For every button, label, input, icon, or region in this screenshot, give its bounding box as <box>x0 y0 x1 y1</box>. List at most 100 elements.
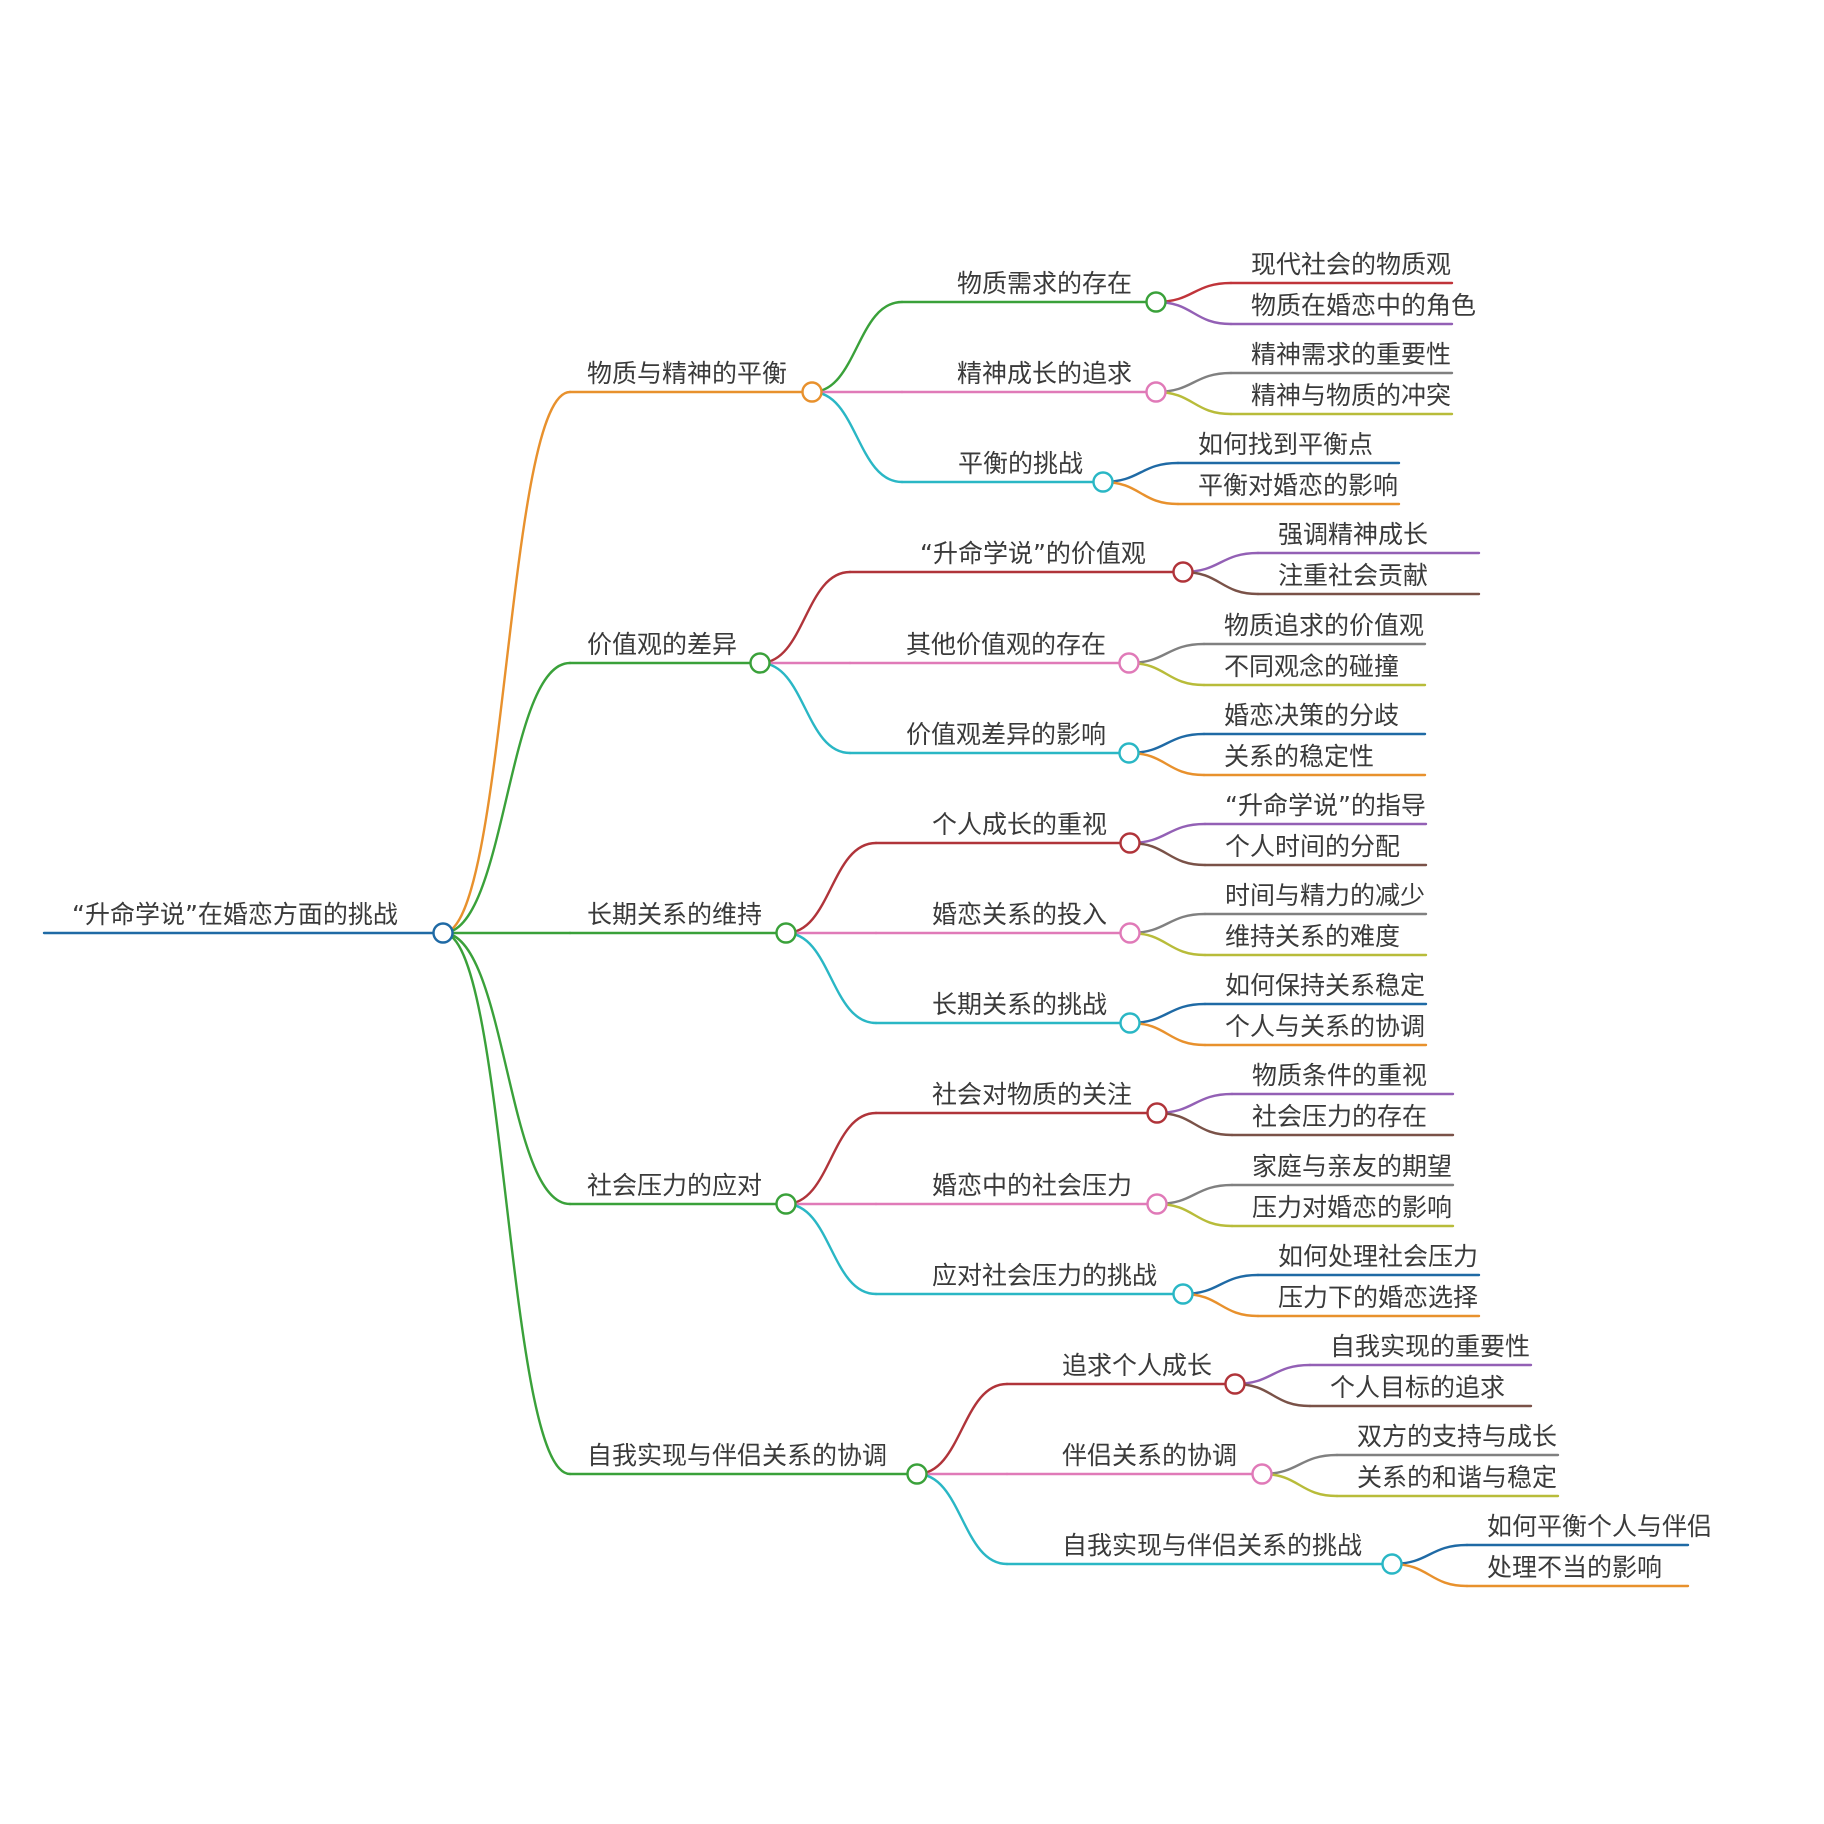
label-layer: “升命学说”在婚恋方面的挑战 物质与精神的平衡 物质需求的存在 现代社会的物质观物质在… <box>72 250 1712 1582</box>
branch-label: 自我实现与伴侣关系的协调 <box>587 1441 887 1470</box>
sub-topic-label: 自我实现与伴侣关系的挑战 <box>1062 1531 1362 1560</box>
sub-topic-node[interactable] <box>1145 291 1167 313</box>
root-topic-label: “升命学说”在婚恋方面的挑战 <box>72 900 398 929</box>
sub-topic-connector <box>758 570 852 665</box>
leaf-label: 压力下的婚恋选择 <box>1278 1283 1478 1312</box>
leaf-connector <box>1128 822 1207 845</box>
leaf-connector <box>1155 1183 1234 1206</box>
leaf-label: 物质在婚恋中的角色 <box>1251 291 1476 320</box>
sub-topic-node[interactable] <box>1146 1102 1168 1124</box>
leaf-connector <box>1260 1472 1339 1498</box>
leaf-label: 如何保持关系稳定 <box>1225 971 1425 1000</box>
leaf-connector <box>1154 281 1233 304</box>
leaf-connector <box>1128 1002 1207 1025</box>
sub-topic-node[interactable] <box>1381 1553 1403 1575</box>
leaf-connector <box>1127 661 1206 687</box>
leaf-label: 个人目标的追求 <box>1330 1373 1505 1402</box>
leaf-connector <box>1181 551 1260 574</box>
leaf-label: 强调精神成长 <box>1278 520 1428 549</box>
leaf-label: 处理不当的影响 <box>1487 1553 1662 1582</box>
branch-label: 价值观的差异 <box>587 630 737 659</box>
sub-topic-label: “升命学说”的价值观 <box>920 539 1146 568</box>
leaf-label: 压力对婚恋的影响 <box>1252 1193 1452 1222</box>
leaf-connector <box>1181 570 1260 596</box>
leaf-label: 婚恋决策的分歧 <box>1224 701 1399 730</box>
sub-topic-label: 价值观差异的影响 <box>906 720 1106 749</box>
sub-topic-label: 伴侣关系的协调 <box>1062 1441 1237 1470</box>
branch-connector <box>441 390 572 935</box>
sub-topic-label: 婚恋中的社会压力 <box>932 1171 1132 1200</box>
sub-topic-node[interactable] <box>1251 1463 1273 1485</box>
connector-layer <box>42 281 1690 1588</box>
sub-topic-node[interactable] <box>1172 561 1194 583</box>
leaf-label: 如何处理社会压力 <box>1278 1242 1478 1271</box>
leaf-label: 如何平衡个人与伴侣 <box>1487 1512 1712 1541</box>
leaf-label: 关系的稳定性 <box>1224 742 1374 771</box>
branch-node[interactable] <box>775 922 797 944</box>
sub-topic-label: 追求个人成长 <box>1062 1351 1212 1380</box>
sub-topic-label: 社会对物质的关注 <box>932 1080 1132 1109</box>
leaf-connector <box>1154 300 1233 326</box>
branch-node[interactable] <box>775 1193 797 1215</box>
sub-topic-node[interactable] <box>1172 1283 1194 1305</box>
sub-topic-label: 其他价值观的存在 <box>906 630 1106 659</box>
leaf-label: 物质条件的重视 <box>1252 1061 1427 1090</box>
sub-topic-label: 物质需求的存在 <box>957 269 1132 298</box>
branch-connector <box>441 931 572 1206</box>
branch-connector <box>441 931 572 1476</box>
leaf-connector <box>1127 642 1206 665</box>
sub-topic-node[interactable] <box>1118 652 1140 674</box>
leaf-label: 平衡对婚恋的影响 <box>1198 471 1398 500</box>
leaf-connector <box>1154 390 1233 416</box>
sub-topic-label: 平衡的挑战 <box>958 449 1083 478</box>
leaf-label: 社会压力的存在 <box>1252 1102 1427 1131</box>
sub-topic-connector <box>784 1202 878 1296</box>
sub-topic-connector <box>784 841 878 935</box>
leaf-connector <box>1155 1202 1234 1228</box>
leaf-label: 如何找到平衡点 <box>1198 430 1373 459</box>
sub-topic-node[interactable] <box>1119 922 1141 944</box>
leaf-connector <box>1233 1382 1312 1408</box>
leaf-connector <box>1155 1092 1234 1115</box>
leaf-label: 关系的和谐与稳定 <box>1357 1463 1557 1492</box>
sub-topic-connector <box>810 300 904 394</box>
sub-topic-connector <box>810 390 904 484</box>
leaf-connector <box>1128 931 1207 957</box>
sub-topic-label: 个人成长的重视 <box>932 810 1107 839</box>
sub-topic-node[interactable] <box>1224 1373 1246 1395</box>
sub-topic-node[interactable] <box>1092 471 1114 493</box>
leaf-label: 家庭与亲友的期望 <box>1252 1152 1452 1181</box>
leaf-label: 不同观念的碰撞 <box>1224 652 1399 681</box>
node-layer <box>432 291 1403 1575</box>
leaf-connector <box>1181 1273 1260 1296</box>
root-node[interactable] <box>432 922 454 944</box>
sub-topic-node[interactable] <box>1146 1193 1168 1215</box>
sub-topic-node[interactable] <box>1145 381 1167 403</box>
leaf-connector <box>1128 841 1207 867</box>
leaf-label: 精神需求的重要性 <box>1251 340 1451 369</box>
leaf-label: 物质追求的价值观 <box>1224 611 1424 640</box>
leaf-connector <box>1128 912 1207 935</box>
sub-topic-node[interactable] <box>1119 1012 1141 1034</box>
branch-label: 物质与精神的平衡 <box>587 359 787 388</box>
sub-topic-label: 应对社会压力的挑战 <box>932 1261 1157 1290</box>
leaf-connector <box>1233 1363 1312 1386</box>
sub-topic-node[interactable] <box>1119 832 1141 854</box>
leaf-label: 注重社会贡献 <box>1278 561 1428 590</box>
sub-topic-connector <box>758 661 852 755</box>
sub-topic-node[interactable] <box>1118 742 1140 764</box>
leaf-connector <box>1155 1111 1234 1137</box>
leaf-label: 双方的支持与成长 <box>1357 1422 1557 1451</box>
branch-node[interactable] <box>749 652 771 674</box>
leaf-label: 现代社会的物质观 <box>1251 250 1451 279</box>
leaf-connector <box>1127 751 1206 777</box>
sub-topic-connector <box>784 1111 878 1206</box>
leaf-label: 时间与精力的减少 <box>1225 881 1425 910</box>
branch-connector <box>441 661 572 935</box>
sub-topic-connector <box>915 1472 1009 1566</box>
leaf-connector <box>1260 1453 1339 1476</box>
sub-topic-label: 婚恋关系的投入 <box>932 900 1107 929</box>
branch-node[interactable] <box>801 381 823 403</box>
leaf-connector <box>1101 461 1180 484</box>
branch-node[interactable] <box>906 1463 928 1485</box>
